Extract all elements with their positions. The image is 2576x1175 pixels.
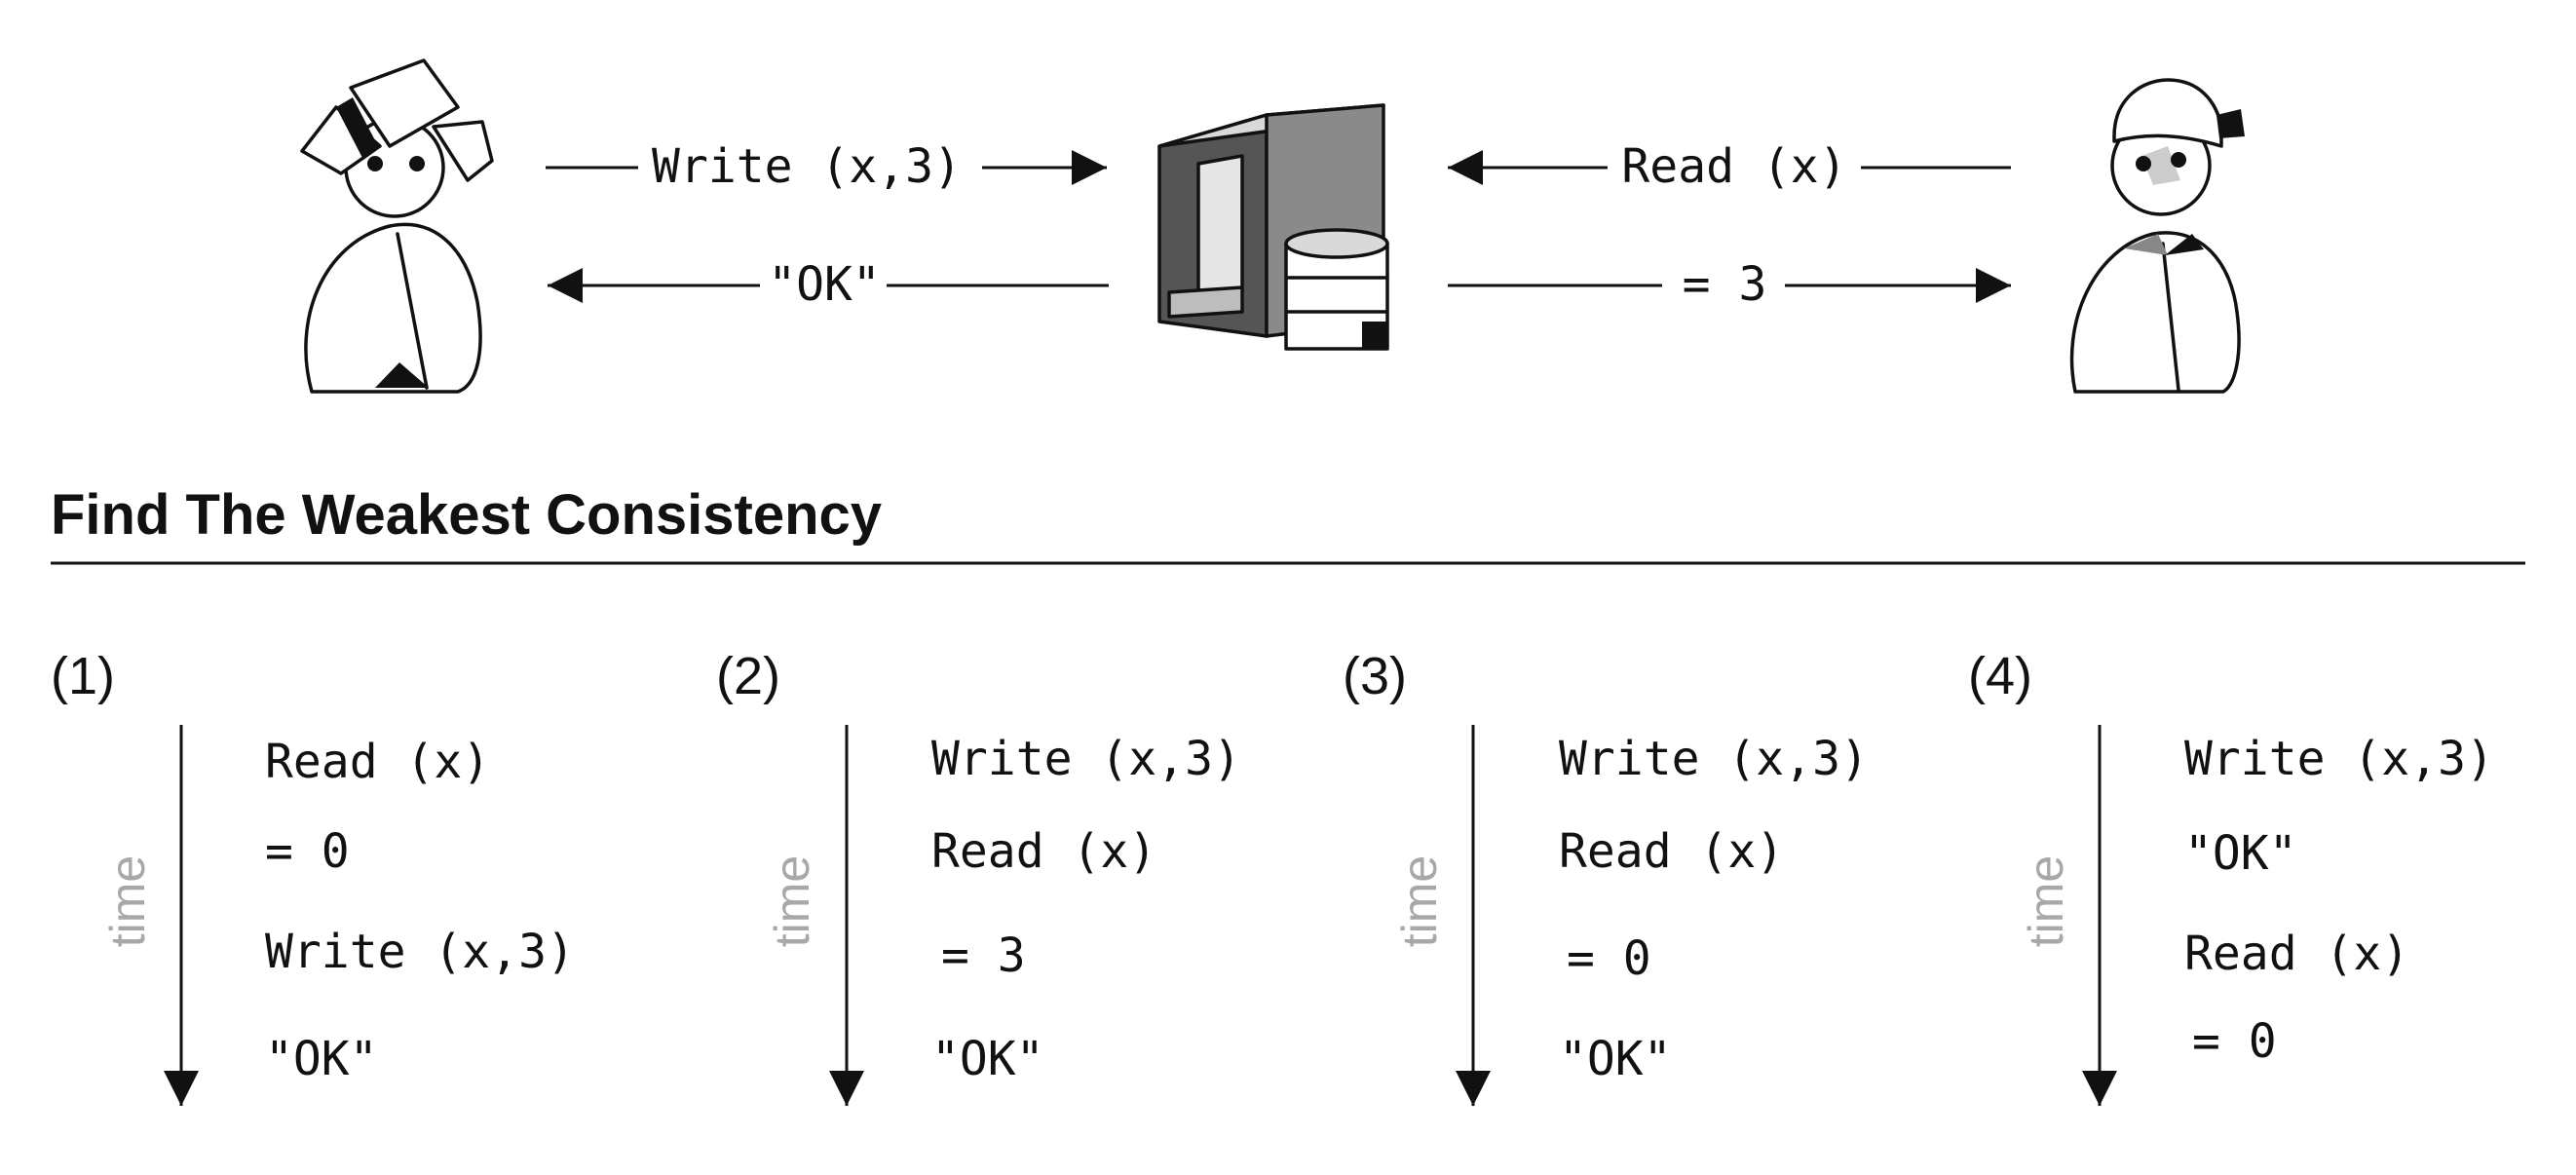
step-text: Read (x) <box>931 824 1156 879</box>
read-request-label: Read (x) <box>1621 139 1846 194</box>
option-1: (1) time Read (x) = 0 Write (x,3) "OK" <box>51 647 575 1106</box>
write-request-arrow: Write (x,3) <box>546 139 1107 194</box>
ok-response-arrow: "OK" <box>548 257 1109 312</box>
step-text: "OK" <box>265 1032 378 1086</box>
step-text: "OK" <box>2184 826 2297 881</box>
step-text: = 3 <box>941 929 1026 983</box>
step-text: Read (x) <box>1559 824 1784 879</box>
option-label: (1) <box>51 647 115 705</box>
option-label: (3) <box>1343 647 1407 705</box>
write-request-label: Write (x,3) <box>652 139 962 194</box>
option-3: (3) time Write (x,3) Read (x) = 0 "OK" <box>1343 647 1869 1106</box>
step-text: Read (x) <box>2184 927 2409 981</box>
writer-person-icon <box>300 58 494 394</box>
step-text: Read (x) <box>265 735 490 789</box>
time-axis-label: time <box>2019 855 2073 947</box>
step-text: Write (x,3) <box>931 732 1241 786</box>
time-axis-label: time <box>765 855 819 947</box>
step-text: = 0 <box>265 824 350 879</box>
step-text: Write (x,3) <box>265 925 575 979</box>
database-server-icon <box>1157 103 1389 351</box>
read-request-arrow: Read (x) <box>1448 139 2011 194</box>
step-text: "OK" <box>1559 1032 1672 1086</box>
reader-person-icon <box>2069 78 2245 394</box>
ok-response-label: "OK" <box>768 257 881 312</box>
time-axis-label: time <box>1392 855 1447 947</box>
option-label: (2) <box>716 647 780 705</box>
time-axis-label: time <box>100 855 155 947</box>
step-text: Write (x,3) <box>2184 732 2494 786</box>
read-response-arrow: = 3 <box>1448 257 2011 312</box>
step-text: = 0 <box>1567 931 1651 986</box>
step-text: = 0 <box>2192 1014 2277 1069</box>
option-label: (4) <box>1968 647 2032 705</box>
read-response-label: = 3 <box>1683 257 1767 312</box>
step-text: Write (x,3) <box>1559 732 1869 786</box>
section-heading: Find The Weakest Consistency <box>51 483 882 547</box>
option-2: (2) time Write (x,3) Read (x) = 3 "OK" <box>716 647 1241 1106</box>
option-4: (4) time Write (x,3) "OK" Read (x) = 0 <box>1968 647 2494 1106</box>
step-text: "OK" <box>931 1032 1044 1086</box>
